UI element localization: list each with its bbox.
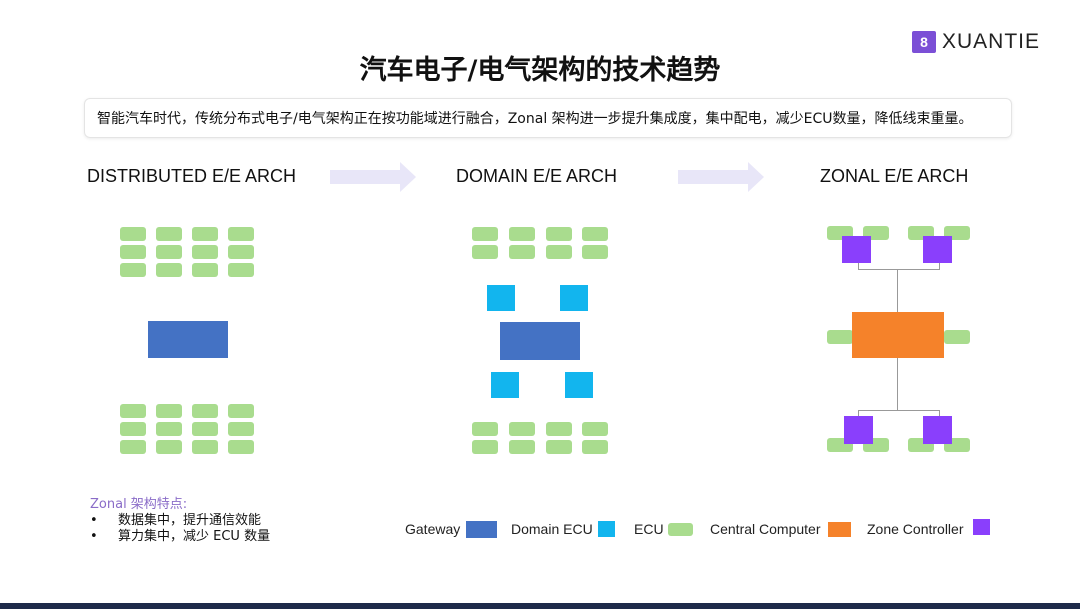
ecu-block [827, 330, 853, 344]
ecu-block [120, 440, 146, 454]
ecu-block [120, 263, 146, 277]
ecu-block [228, 440, 254, 454]
legend-label-central-computer: Central Computer [710, 521, 821, 537]
ecu-block [192, 227, 218, 241]
ecu-block [546, 440, 572, 454]
ecu-block [156, 440, 182, 454]
ecu-block [120, 227, 146, 241]
ecu-block [509, 245, 535, 259]
logo-text: XUANTIE [942, 30, 1041, 53]
distributed-arch-title: DISTRIBUTED E/E ARCH [87, 166, 297, 186]
legend-swatch-ecu [668, 523, 693, 536]
ecu-block [582, 227, 608, 241]
legend-label-gateway: Gateway [405, 521, 461, 537]
domain-ecu-block [560, 285, 588, 311]
footer-bar [0, 603, 1080, 609]
ecu-block [509, 227, 535, 241]
zone-controller-block [842, 236, 871, 263]
zonal-notes: Zonal 架构特点: • 数据集中，提升通信效能 • 算力集中，减少 ECU 数量 [90, 497, 270, 545]
ecu-block [156, 263, 182, 277]
ecu-block [582, 245, 608, 259]
ecu-block [472, 422, 498, 436]
zone-controller-block [923, 236, 952, 263]
connection-line [858, 410, 859, 417]
legend-swatch-zone-controller [973, 519, 990, 535]
domain-ecu-block [491, 372, 519, 398]
bullet: • [90, 529, 98, 544]
ecu-block [192, 422, 218, 436]
ecu-block [156, 227, 182, 241]
ecu-block [120, 245, 146, 259]
gateway-block [500, 322, 580, 360]
notes-heading: Zonal 架构特点: [90, 497, 188, 512]
domain-ecu-block [565, 372, 593, 398]
connection-line [858, 263, 859, 270]
legend-label-domain-ecu: Domain ECU [511, 521, 593, 537]
note-item: 数据集中，提升通信效能 [118, 513, 262, 528]
ecu-block [509, 440, 535, 454]
arrow-icon [678, 162, 764, 192]
ecu-block [472, 245, 498, 259]
zonal-arch-title: ZONAL E/E ARCH [820, 166, 969, 186]
central-computer-block [852, 312, 944, 358]
ecu-block [228, 422, 254, 436]
ecu-block [546, 227, 572, 241]
legend-swatch-central-computer [828, 522, 851, 537]
ecu-block [546, 422, 572, 436]
domain-arch-title: DOMAIN E/E ARCH [456, 166, 618, 186]
ecu-block [228, 245, 254, 259]
ecu-block [192, 404, 218, 418]
ecu-block [509, 422, 535, 436]
ecu-block [228, 263, 254, 277]
ecu-block [582, 422, 608, 436]
note-item: 算力集中，减少 ECU 数量 [118, 529, 271, 544]
xuantie-logo-icon: 8 [912, 31, 936, 53]
ecu-block [192, 245, 218, 259]
ecu-block [156, 422, 182, 436]
connection-line [939, 410, 940, 417]
ecu-block [120, 422, 146, 436]
connection-line [939, 263, 940, 270]
gateway-block [148, 321, 228, 358]
ecu-block [944, 330, 970, 344]
legend-swatch-domain-ecu [598, 521, 615, 537]
legend-swatch-gateway [466, 521, 497, 538]
legend-label-zone-controller: Zone Controller [867, 521, 964, 537]
ecu-block [156, 245, 182, 259]
ecu-block [546, 245, 572, 259]
connection-line [858, 269, 940, 270]
ecu-block [192, 440, 218, 454]
connection-line [858, 410, 940, 411]
page-title: 汽车电子/电气架构的技术趋势 [359, 55, 721, 86]
ecu-block [472, 227, 498, 241]
ecu-block [582, 440, 608, 454]
arrow-icon [330, 162, 416, 192]
ecu-block [120, 404, 146, 418]
ecu-block [228, 404, 254, 418]
summary-box: 智能汽车时代，传统分布式电子/电气架构正在按功能域进行融合，Zonal 架构进一… [84, 98, 1012, 138]
domain-ecu-block [487, 285, 515, 311]
legend-label-ecu: ECU [634, 521, 664, 537]
zone-controller-block [844, 416, 873, 444]
bullet: • [90, 513, 98, 528]
zone-controller-block [923, 416, 952, 444]
logo: 8 XUANTIE [912, 30, 1040, 54]
ecu-block [472, 440, 498, 454]
ecu-block [192, 263, 218, 277]
ecu-block [228, 227, 254, 241]
ecu-block [156, 404, 182, 418]
